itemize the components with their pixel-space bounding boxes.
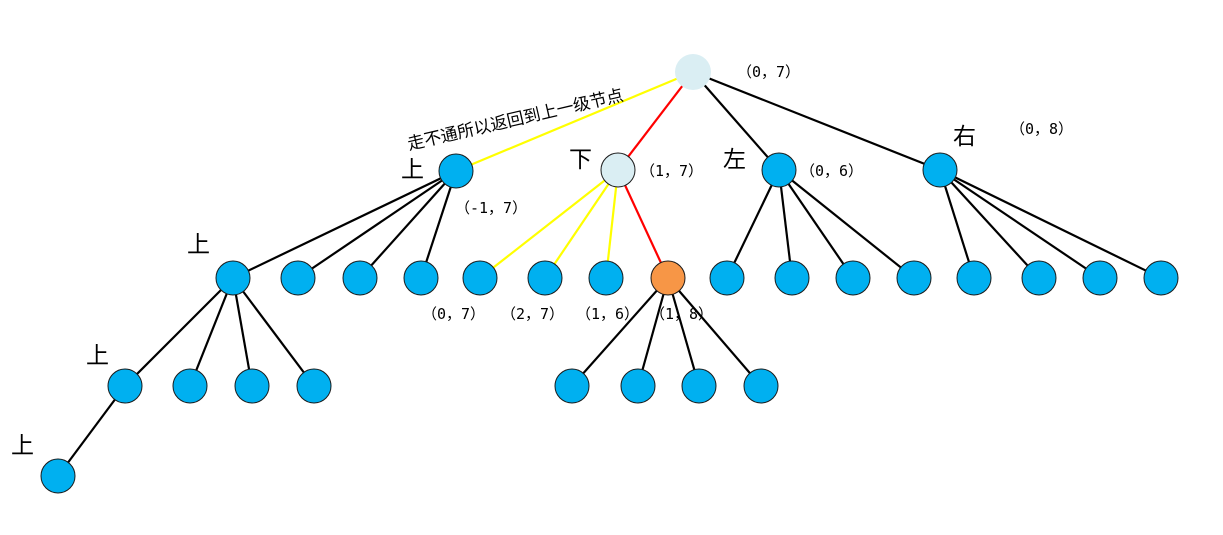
node-l3-up (107, 368, 143, 404)
node-l3r-c3 (681, 368, 717, 404)
direction-label-down: 下 (569, 147, 592, 173)
node-l3-c4 (296, 368, 332, 404)
edge-up-up-to-l3-c3 (231, 277, 254, 387)
node-down-c2 (527, 260, 563, 296)
edge-left1-to-left-c4 (778, 169, 915, 279)
direction-label-left: 左 (723, 147, 746, 173)
edge-down-c4-to-l3r-c4 (667, 277, 762, 387)
node-l3r-c2 (620, 368, 656, 404)
edge-up-up-to-l3-up (124, 277, 234, 387)
edge-down1-to-down-c2 (544, 169, 619, 279)
node-l4-up (40, 458, 76, 494)
edge-down-c4-to-l3r-c1 (571, 277, 669, 387)
edge-up1-to-up-c3 (359, 170, 457, 279)
node-left1 (761, 152, 797, 188)
edge-up1-to-up-c2 (297, 170, 457, 279)
node-left-c3 (835, 260, 871, 296)
edge-root-to-up1 (455, 70, 694, 173)
node-left-c1 (709, 260, 745, 296)
edge-root-to-right1 (692, 70, 941, 172)
node-right1 (922, 152, 958, 188)
node-l3-c3 (234, 368, 270, 404)
edge-down1-to-down-c3 (604, 169, 620, 279)
node-down-c3 (588, 260, 624, 296)
node-down-c1 (462, 260, 498, 296)
edge-down1-to-down-c4 (617, 169, 669, 279)
node-root (675, 54, 711, 90)
node-up-c2 (280, 260, 316, 296)
edge-down1-to-down-c1 (479, 169, 619, 279)
node-l3r-c4 (743, 368, 779, 404)
direction-label-up-level4: 上 (11, 433, 34, 459)
node-up-c3 (342, 260, 378, 296)
direction-label-up-level2: 上 (187, 232, 210, 258)
edge-up-up-to-l3-c2 (188, 277, 235, 387)
down-child-4-coordinate-label: （1，8） (650, 305, 713, 323)
edge-up-up-to-l3-c4 (232, 277, 315, 387)
down-node-coordinate-label: （1，7） (640, 162, 703, 180)
down-child-1-coordinate-label: （0，7） (422, 305, 485, 323)
direction-label-right: 右 (953, 124, 976, 150)
edge-up1-to-up-up (232, 170, 457, 279)
edge-right1-to-right-c3 (939, 169, 1101, 279)
node-right-c1 (956, 260, 992, 296)
right-node-coordinate-label: （0，8） (1010, 120, 1073, 138)
node-right-c2 (1021, 260, 1057, 296)
edge-root-to-down1 (617, 71, 694, 171)
direction-label-up-level3: 上 (86, 343, 109, 369)
edge-root-to-left1 (692, 71, 780, 171)
edge-left1-to-left-c1 (726, 169, 780, 279)
edge-left1-to-left-c3 (778, 169, 854, 279)
edge-down-c4-to-l3r-c2 (636, 277, 670, 387)
down-child-3-coordinate-label: （1，6） (576, 305, 639, 323)
node-down-c4 (650, 260, 686, 296)
nodes-layer (40, 54, 1179, 494)
edge-l3-up-to-l4-up (57, 385, 126, 477)
node-right-c4 (1143, 260, 1179, 296)
node-right-c3 (1082, 260, 1118, 296)
node-l3-c2 (172, 368, 208, 404)
edge-right1-to-right-c1 (938, 169, 976, 279)
edge-left1-to-left-c2 (777, 169, 794, 279)
edge-up1-to-up-c4 (419, 170, 458, 279)
node-down1 (600, 152, 636, 188)
root-coordinate-label: （0，7） (737, 63, 800, 81)
down-child-2-coordinate-label: （2，7） (501, 305, 564, 323)
edge-right1-to-right-c2 (939, 169, 1040, 279)
up-node-coordinate-label: （-1，7） (455, 199, 527, 217)
node-up-up (215, 260, 251, 296)
node-up-c4 (403, 260, 439, 296)
edges-layer (57, 70, 1162, 477)
left-node-coordinate-label: （0，6） (800, 162, 863, 180)
node-left-c4 (896, 260, 932, 296)
node-l3r-c1 (554, 368, 590, 404)
backtrack-note: 走不通所以返回到上一级节点 (406, 86, 626, 155)
node-left-c2 (774, 260, 810, 296)
node-up1 (438, 153, 474, 189)
edge-right1-to-right-c4 (939, 169, 1162, 279)
edge-down-c4-to-l3r-c3 (666, 277, 701, 387)
direction-label-up-level1: 上 (401, 157, 424, 183)
